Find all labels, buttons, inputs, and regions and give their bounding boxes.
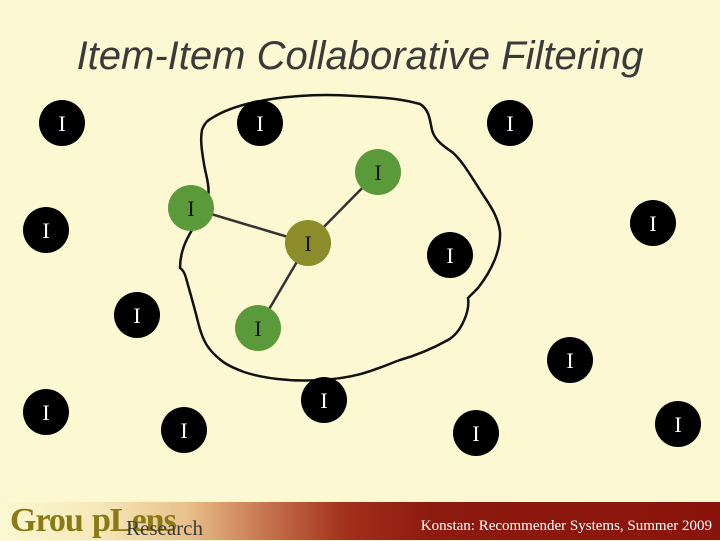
item-node-label: I — [133, 303, 140, 328]
item-node-label: I — [446, 243, 453, 268]
item-node-circle — [487, 100, 533, 146]
item-node-label: I — [320, 388, 327, 413]
item-node-green: I — [355, 149, 401, 195]
item-node-label: I — [374, 160, 381, 185]
item-node-circle — [168, 185, 214, 231]
logo-lens-text: pLens — [92, 502, 177, 539]
item-node-circle — [237, 100, 283, 146]
item-node-black: I — [427, 232, 473, 278]
item-node-circle — [655, 401, 701, 447]
item-node-label: I — [256, 111, 263, 136]
item-node-label: I — [506, 111, 513, 136]
footer-bar — [0, 502, 720, 540]
item-node-label: I — [42, 400, 49, 425]
item-node-black: I — [23, 207, 69, 253]
item-node-label: I — [674, 412, 681, 437]
item-graph-diagram: I I I I I I I I I I I I I I I I I — [23, 93, 701, 456]
item-node-circle — [630, 200, 676, 246]
item-node-label: I — [180, 418, 187, 443]
item-node-circle — [427, 232, 473, 278]
item-node-label: I — [304, 231, 311, 256]
logo-group-text: Grou — [10, 502, 84, 539]
item-node-black: I — [630, 200, 676, 246]
item-node-center: I — [285, 220, 331, 266]
item-node-black: I — [161, 407, 207, 453]
item-node-green: I — [168, 185, 214, 231]
item-node-circle — [453, 410, 499, 456]
item-node-circle — [114, 292, 160, 338]
item-node-green: I — [235, 305, 281, 351]
item-node-circle — [285, 220, 331, 266]
grouplens-research-logo: Grou pLens Research — [6, 480, 206, 540]
item-node-black: I — [487, 100, 533, 146]
item-node-label: I — [649, 211, 656, 236]
item-node-black: I — [301, 377, 347, 423]
item-node-circle — [23, 389, 69, 435]
item-node-black: I — [114, 292, 160, 338]
item-node-black: I — [547, 337, 593, 383]
item-node-label: I — [42, 218, 49, 243]
item-node-label: I — [472, 421, 479, 446]
item-node-black: I — [39, 100, 85, 146]
footer-credit: Konstan: Recommender Systems, Summer 200… — [420, 518, 712, 534]
logo-research-text: Research — [126, 516, 203, 540]
item-node-label: I — [254, 316, 261, 341]
item-node-circle — [235, 305, 281, 351]
item-node-black: I — [237, 100, 283, 146]
item-node-circle — [547, 337, 593, 383]
item-node-black: I — [453, 410, 499, 456]
item-node-black: I — [23, 389, 69, 435]
item-node-circle — [23, 207, 69, 253]
item-node-circle — [355, 149, 401, 195]
item-node-label: I — [566, 348, 573, 373]
slide-title: Item-Item Collaborative Filtering — [76, 34, 644, 78]
item-node-circle — [39, 100, 85, 146]
item-node-label: I — [58, 111, 65, 136]
item-node-circle — [301, 377, 347, 423]
item-node-black: I — [655, 401, 701, 447]
item-node-circle — [161, 407, 207, 453]
item-node-label: I — [187, 196, 194, 221]
